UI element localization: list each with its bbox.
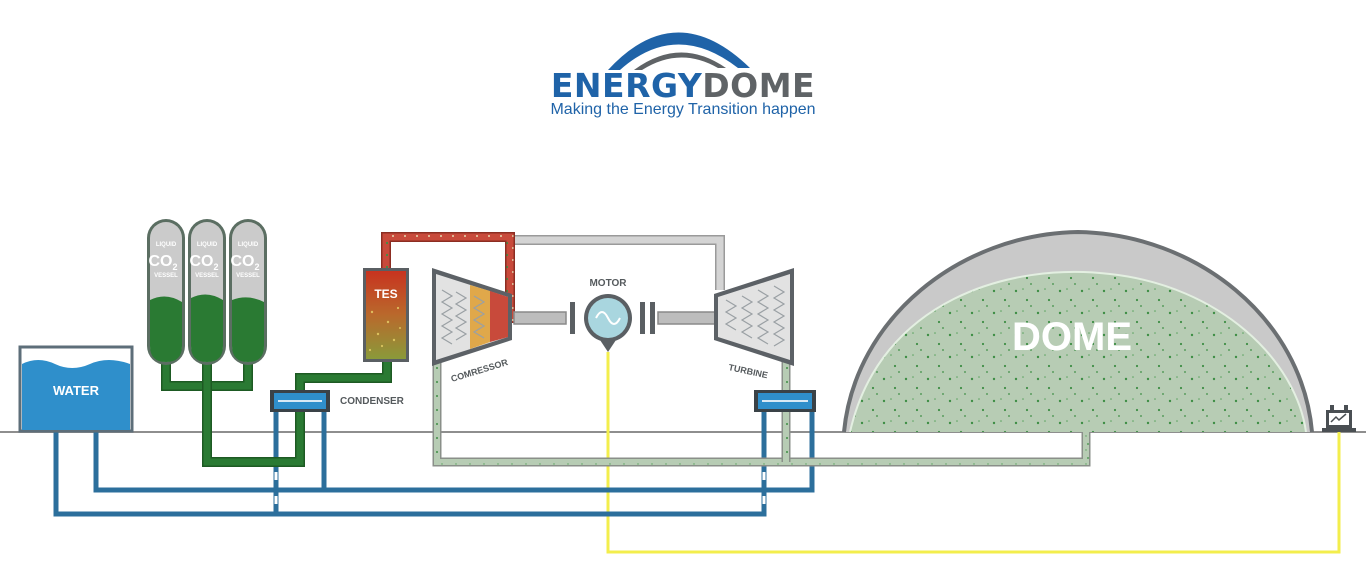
co2-vessel-3: LIQUID CO2 VESSEL <box>229 219 267 365</box>
turbine-label: TURBINE <box>728 362 769 380</box>
vessel-2-co2: CO2 <box>189 253 218 272</box>
motor-unit: MOTOR <box>584 278 632 352</box>
water-pipe-dashes <box>274 472 766 504</box>
tes-unit: TES <box>363 268 409 362</box>
vessel-2-vessel: VESSEL <box>195 273 219 279</box>
dome-structure: DOME <box>842 229 1314 433</box>
vessel-2-liquid: LIQUID <box>197 242 218 248</box>
vessel-3-vessel: VESSEL <box>236 273 260 279</box>
brand-name: ENERGYDOME <box>0 66 1366 106</box>
vessel-3-co2: CO2 <box>230 253 259 272</box>
co2-vessel-1: LIQUID CO2 VESSEL <box>147 219 185 365</box>
compressor-unit: COMRESSOR <box>432 268 512 384</box>
power-grid-icon <box>1322 405 1356 432</box>
motor-label: MOTOR <box>589 278 627 289</box>
brand-name-part2: DOME <box>702 66 816 105</box>
drive-shaft <box>513 302 717 334</box>
brand-tagline: Making the Energy Transition happen <box>550 101 816 118</box>
logo-arc-icon <box>608 32 750 70</box>
header: ENERGYDOME Making the Energy Transition … <box>0 0 1366 130</box>
tes-label: TES <box>374 287 397 301</box>
condenser-unit: CONDENSER <box>270 390 405 412</box>
heat-exchanger-unit <box>754 390 816 412</box>
vessel-3-liquid: LIQUID <box>238 242 259 248</box>
vessel-1-vessel: VESSEL <box>154 273 178 279</box>
water-tank: WATER <box>18 345 134 433</box>
water-label: WATER <box>53 383 100 398</box>
sine-wave-icon <box>595 311 621 325</box>
liquid-co2-pipes <box>161 360 392 467</box>
grey-pipe <box>508 235 725 290</box>
power-line <box>606 352 1341 554</box>
dome-label: DOME <box>1012 315 1132 359</box>
brand-name-part1: ENERGY <box>550 66 703 105</box>
condenser-label: CONDENSER <box>340 396 405 407</box>
compressor-label: COMRESSOR <box>450 357 510 384</box>
turbine-unit: TURBINE <box>714 268 794 380</box>
vessel-1-co2: CO2 <box>148 253 177 272</box>
vessel-1-liquid: LIQUID <box>156 242 177 248</box>
co2-vessel-2: LIQUID CO2 VESSEL <box>188 219 226 365</box>
